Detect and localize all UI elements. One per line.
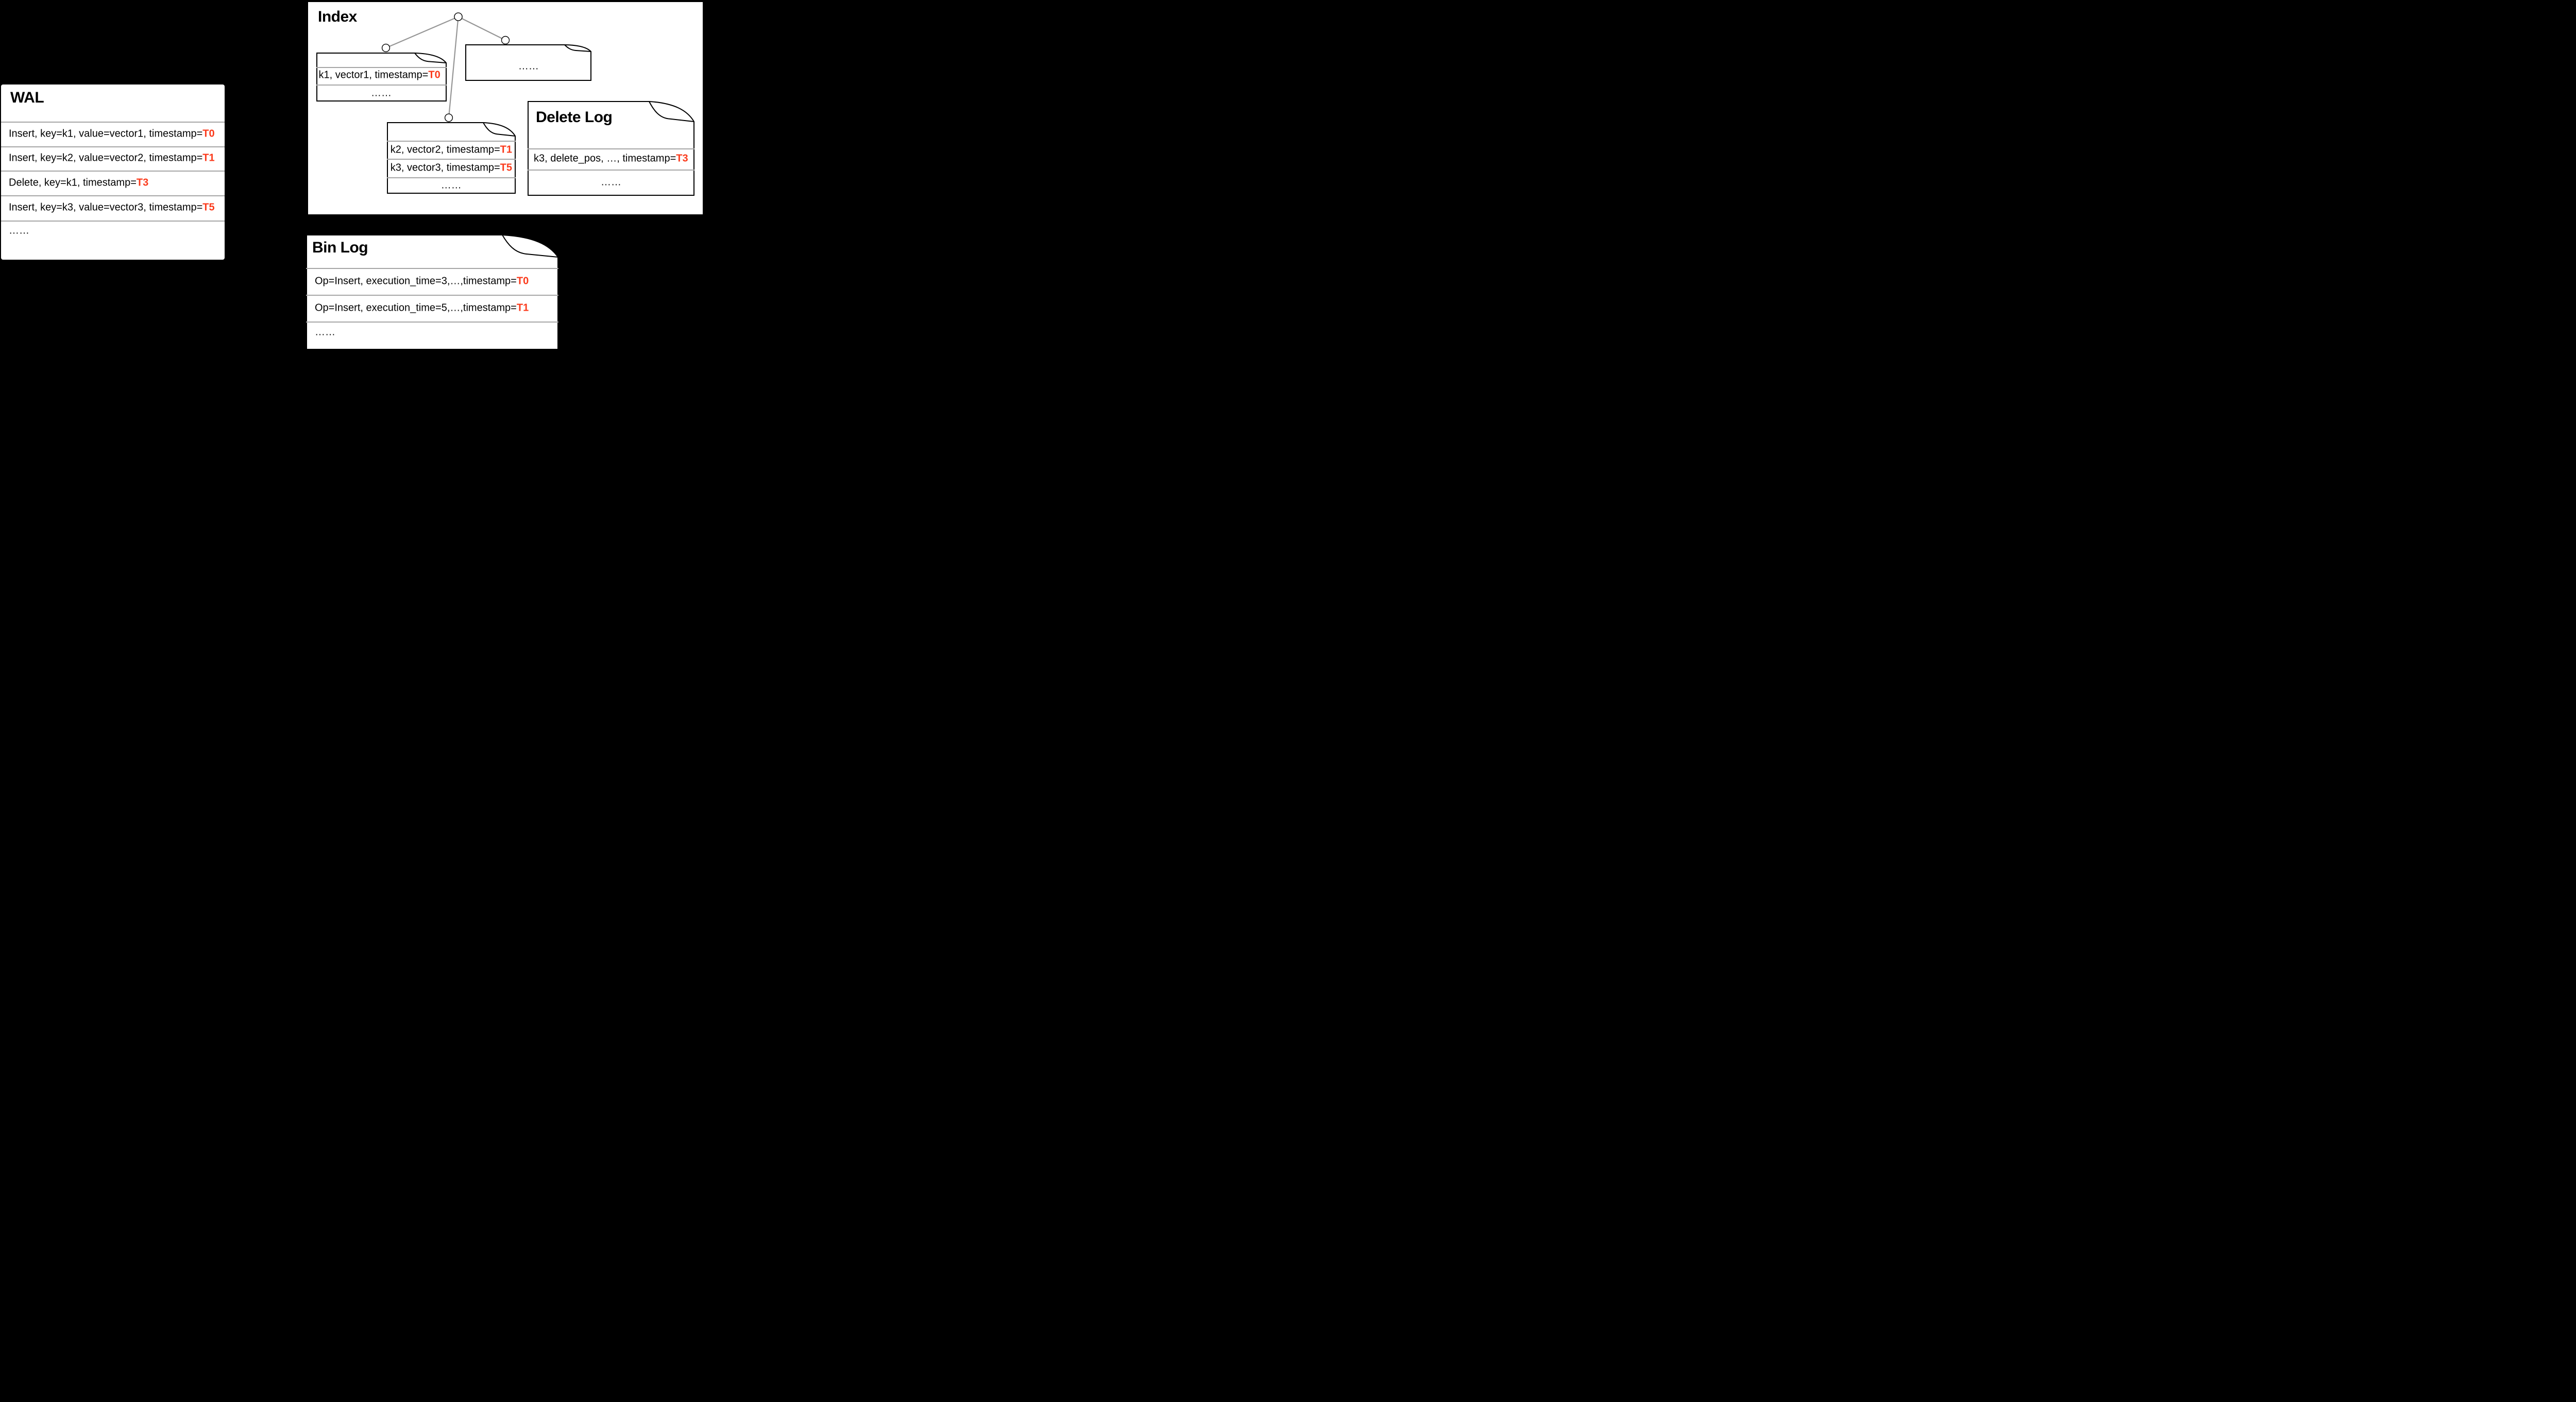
divider (386, 141, 516, 142)
divider (1, 122, 225, 123)
document-dogear-shape (465, 44, 592, 81)
tree-root-node-icon (454, 12, 463, 21)
log-row: Op=Insert, execution_time=5,…,timestamp=… (315, 302, 529, 313)
segment-more-label: …… (518, 60, 539, 72)
tree-middle-node-icon (444, 113, 453, 122)
segment-doc-more: …… (465, 44, 592, 81)
divider (1, 221, 225, 222)
delete-log-doc: Delete Log k3, delete_pos, …, timestamp=… (528, 101, 694, 196)
wal-title: WAL (10, 89, 44, 106)
bin-log-doc: Bin Log Op=Insert, execution_time=3,…,ti… (306, 234, 558, 350)
log-row: Insert, key=k3, value=vector3, timestamp… (9, 201, 215, 213)
divider (306, 322, 558, 323)
slide-canvas: { "colors": { "accent_red": "#fb3a1b", "… (0, 0, 704, 350)
log-row: …… (371, 87, 392, 99)
log-row: Op=Insert, execution_time=3,…,timestamp=… (315, 275, 529, 287)
log-row: k3, vector3, timestamp=T5 (390, 162, 513, 174)
divider (528, 170, 694, 171)
tree-left-node-icon (381, 43, 391, 53)
tree-right-node-icon (501, 36, 510, 45)
divider (306, 295, 558, 296)
delete-log-title: Delete Log (536, 109, 613, 126)
log-row: Insert, key=k1, value=vector1, timestamp… (9, 128, 215, 140)
segment-doc-k1: k1, vector1, timestamp=T0 …… (316, 53, 447, 102)
log-row: k3, delete_pos, …, timestamp=T3 (534, 153, 688, 164)
tree-edges (385, 16, 506, 118)
divider (316, 84, 447, 86)
divider (386, 158, 516, 160)
log-row: Delete, key=k1, timestamp=T3 (9, 177, 149, 189)
index-tree-graph (381, 12, 510, 122)
divider (316, 67, 447, 68)
document-dogear-shape (306, 234, 558, 350)
index-panel: Index k1, vector1, timestamp=T0 …… k (308, 2, 703, 214)
log-row: k2, vector2, timestamp=T1 (390, 144, 513, 156)
divider (1, 146, 225, 147)
tree-node-circles (381, 12, 510, 122)
index-title: Index (318, 8, 357, 25)
divider (1, 195, 225, 196)
bin-log-title: Bin Log (312, 239, 368, 256)
log-row: …… (601, 176, 621, 188)
divider (306, 268, 558, 269)
log-row: k1, vector1, timestamp=T0 (318, 69, 440, 81)
divider (528, 148, 694, 149)
log-row: …… (9, 225, 29, 237)
divider (386, 177, 516, 179)
log-row: Insert, key=k2, value=vector2, timestamp… (9, 152, 215, 164)
log-row: …… (440, 179, 462, 191)
document-dogear-shape (316, 53, 447, 102)
segment-doc-k2-k3: k2, vector2, timestamp=T1 k3, vector3, t… (386, 122, 516, 194)
wal-box: WAL Insert, key=k1, value=vector1, times… (1, 85, 225, 260)
document-dogear-shape (386, 122, 516, 194)
log-row: …… (315, 326, 335, 338)
divider (1, 171, 225, 172)
